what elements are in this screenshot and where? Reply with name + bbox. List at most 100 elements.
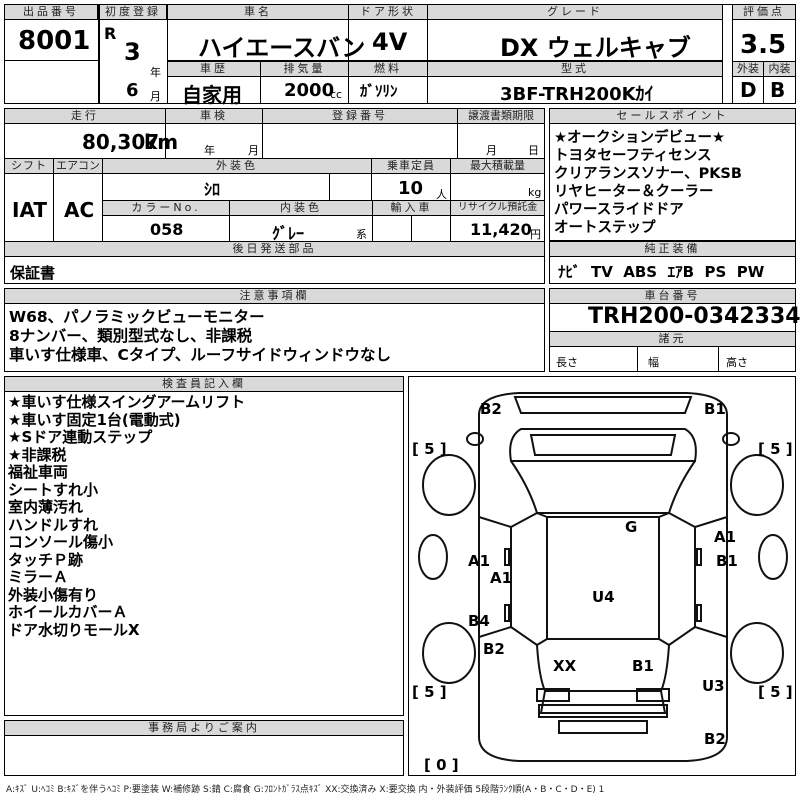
interior-label: 内装 <box>763 61 796 77</box>
note-line: W68、パノラミックビューモニター <box>9 308 265 326</box>
color: ｼﾛ <box>204 180 221 199</box>
damage-mark: B1 <box>716 552 738 570</box>
mileage: 80,307 <box>82 130 160 154</box>
tire-fl: [ 5 ] <box>412 440 447 458</box>
capacity-label: 乗車定員 <box>371 158 451 174</box>
inspector-line: ホイールカバーＡ <box>8 603 128 621</box>
damage-mark: XX <box>553 657 577 675</box>
tire-rr-value: 5 <box>770 683 781 701</box>
displacement-label: 排気量 <box>260 61 349 77</box>
interior: B <box>770 78 786 102</box>
ac: AC <box>64 198 95 222</box>
inspector-line: ★車いす仕様スイングアームリフト <box>8 393 246 411</box>
exterior-label: 外装 <box>732 61 764 77</box>
plate-label: 登録番号 <box>262 108 458 124</box>
first-reg-label: 初度登録 <box>99 4 167 20</box>
car-cell <box>167 4 349 61</box>
later-parts-label: 後日発送部品 <box>4 241 545 257</box>
damage-mark: G <box>625 518 638 536</box>
history-cell <box>167 61 261 104</box>
mileage-unit: km <box>144 130 179 154</box>
sales-point: クリアランスソナー、PKSB <box>554 166 742 182</box>
sales-point: リヤヒーター＆クーラー <box>554 184 714 200</box>
dims-split <box>637 346 719 372</box>
grade: DX ウェルキャブ <box>500 34 691 62</box>
sales-point: パワースライドドア <box>554 202 684 218</box>
sales-point: ★オークションデビュー★ <box>554 130 725 146</box>
note-line: 8ナンバー、類別型式なし、非課税 <box>9 327 253 345</box>
inspector-line: ドア水切りモールX <box>8 620 140 639</box>
sales-point: トヨタセーフティセンス <box>554 148 712 164</box>
width-label: 幅 <box>648 356 659 369</box>
insp-month-unit: 月 <box>248 144 259 157</box>
tire-rl: [ 5 ] <box>412 683 447 701</box>
tire-fr-value: 5 <box>770 440 781 458</box>
capacity: 10 <box>398 178 424 199</box>
score: 3.5 <box>740 30 787 60</box>
reg-year: 3 <box>124 38 141 66</box>
door: 4V <box>372 28 408 56</box>
transfer-day-unit: 日 <box>528 144 539 157</box>
later-parts: 保証書 <box>10 264 56 282</box>
color-split <box>329 174 372 201</box>
tire-rl-value: 5 <box>424 683 435 701</box>
intcolor-cell <box>229 200 373 242</box>
shift-cell <box>4 158 54 242</box>
office-label: 事務局よりご案内 <box>4 720 404 736</box>
equip-item: PS <box>704 263 727 281</box>
reg-month: 6 <box>126 80 139 101</box>
exterior: D <box>740 78 757 102</box>
plate-cell <box>262 108 458 159</box>
damage-mark: U3 <box>702 677 725 695</box>
tire-rr: [ 5 ] <box>758 683 793 701</box>
model-label: 型式 <box>427 61 723 77</box>
notes-label: 注意事項欄 <box>4 288 545 304</box>
damage-mark: A1 <box>468 552 491 570</box>
equip-item: ABS <box>623 263 658 281</box>
inspector-label: 検査員記入欄 <box>4 376 404 392</box>
inspector-line: ★非課税 <box>8 445 67 464</box>
damage-mark: B1 <box>632 657 654 675</box>
damage-mark: B2 <box>480 400 502 418</box>
lot-divider <box>4 60 99 61</box>
damage-mark: U4 <box>592 588 615 606</box>
car-outline <box>418 392 788 762</box>
shift: IAT <box>12 198 48 222</box>
fuel-label: 燃料 <box>348 61 428 77</box>
inspector-line: 福祉車両 <box>8 463 69 481</box>
inspector-line: 室内薄汚れ <box>8 498 84 516</box>
equip-item: TV <box>590 263 613 281</box>
inspector-line: コンソール傷小 <box>8 533 114 551</box>
tire-spare-value: 0 <box>436 756 447 774</box>
chassis-number: TRH200-0342334 <box>588 304 800 329</box>
int-color: ｸﾞﾚｰ <box>272 224 305 243</box>
load-unit: kg <box>528 186 542 199</box>
displacement: 2000 <box>284 80 335 101</box>
insp-year-unit: 年 <box>204 144 215 157</box>
capacity-unit: 人 <box>436 188 447 201</box>
int-color-unit: 系 <box>356 228 367 241</box>
equip-item: ｴｱB <box>667 263 695 281</box>
transfer-label: 譲渡書類期限 <box>457 108 545 124</box>
recycle-unit: 円 <box>530 228 541 241</box>
inspector-line: ミラーＡ <box>8 568 69 586</box>
inspector-line: タッチＰ跡 <box>8 550 84 569</box>
load-label: 最大積載量 <box>450 158 545 174</box>
length-label: 長さ <box>556 356 578 369</box>
ac-cell <box>53 158 103 242</box>
inspector-line: ★Sドア連動ステップ <box>8 428 153 446</box>
score-label: 評価点 <box>732 4 796 20</box>
door-cell <box>348 4 428 61</box>
inspector-line: ★車いす固定1台(電動式) <box>8 410 181 429</box>
score-cell <box>732 4 796 104</box>
month-unit: 月 <box>150 90 161 103</box>
tire-fl-value: 5 <box>424 440 435 458</box>
lot-no-cell <box>4 4 99 104</box>
damage-mark: A1 <box>714 528 737 546</box>
history-label: 車歴 <box>167 61 261 77</box>
note-line: 車いす仕様車、Cタイプ、ルーフサイドウィンドウなし <box>9 346 391 364</box>
equip-item: PW <box>736 263 765 281</box>
dims-label: 諸元 <box>549 331 796 347</box>
era: R <box>104 24 117 43</box>
recycle: 11,420 <box>470 220 532 239</box>
